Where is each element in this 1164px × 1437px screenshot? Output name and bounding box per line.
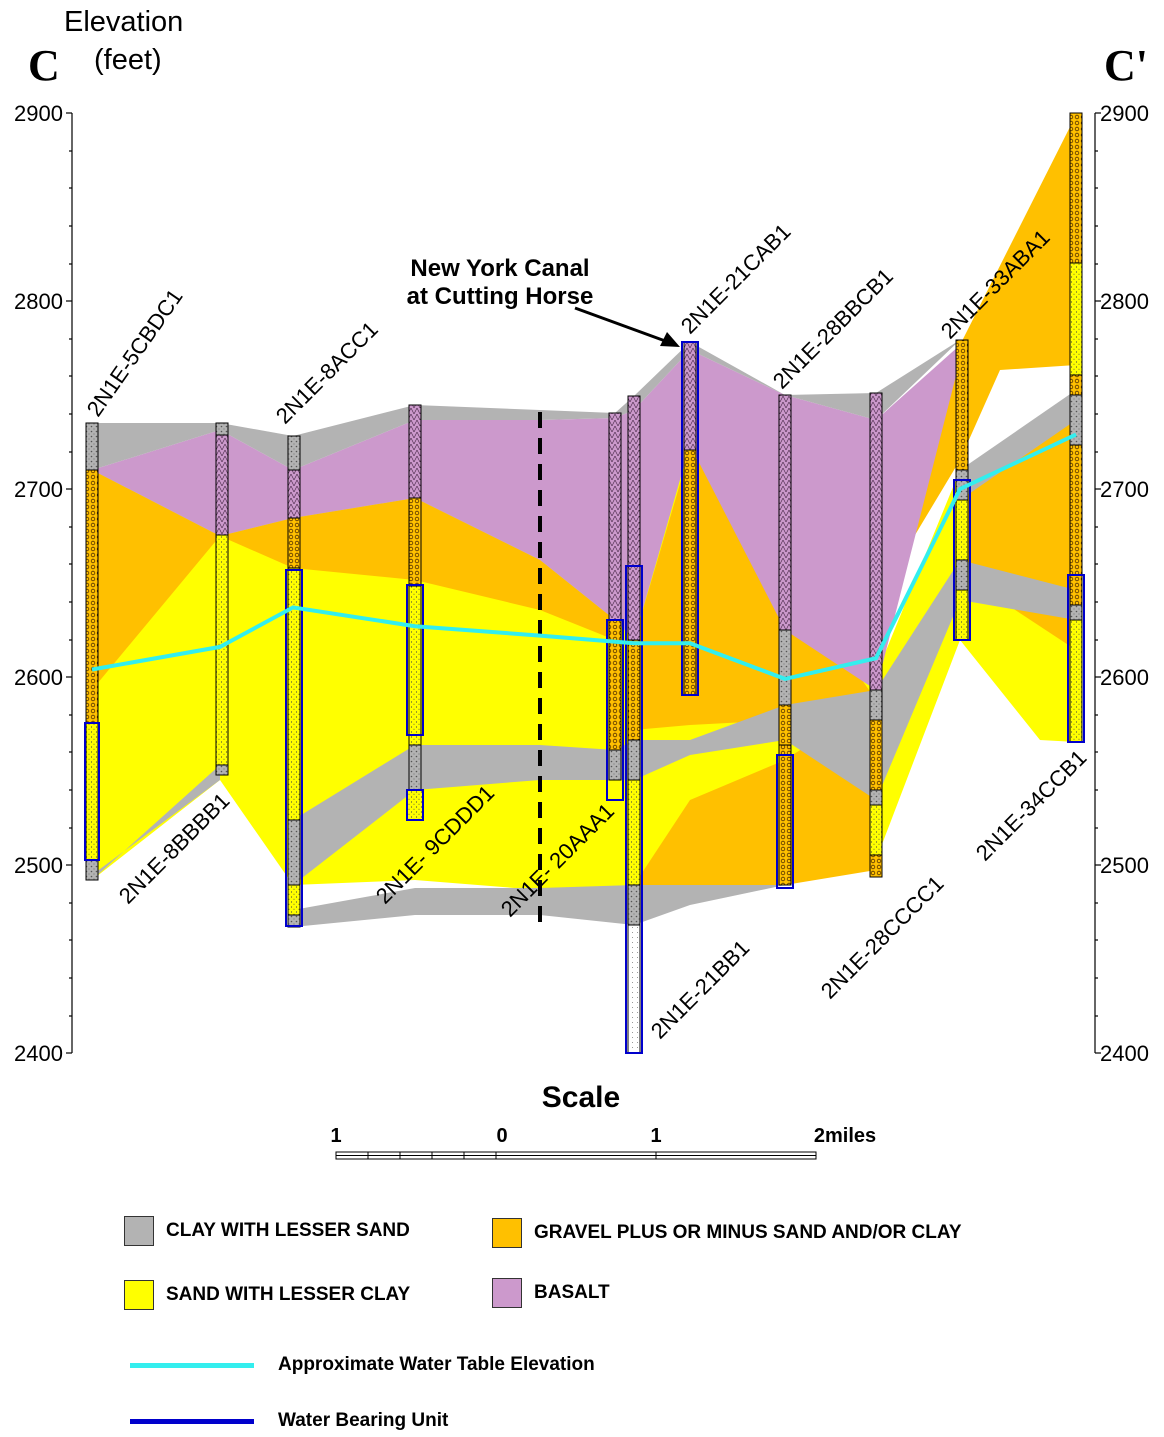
right-tick-label: 2600 [1100, 665, 1149, 690]
right-tick-label: 2800 [1100, 289, 1149, 314]
legend-label: GRAVEL PLUS OR MINUS SAND AND/OR CLAY [534, 1222, 962, 1243]
right-elevation-axis [1094, 112, 1101, 1054]
layer-fills [92, 115, 1076, 927]
well-column-21BB1 [625, 395, 643, 1054]
left-elevation-axis [66, 112, 73, 1054]
sand-swatch [124, 1280, 154, 1310]
left-tick-label: 2500 [14, 853, 63, 878]
well-label: 2N1E-28CCCC1 [816, 871, 949, 1004]
basalt-layer [92, 345, 960, 690]
clay-layer [960, 390, 1076, 500]
well-column-21CAB1 [681, 341, 699, 696]
canal-arrow [574, 306, 680, 347]
well-column-9CDDD1 [406, 404, 424, 821]
clay-layer [92, 340, 960, 470]
well-label: 2N1E-21CAB1 [676, 219, 796, 339]
gravel-swatch [492, 1218, 522, 1248]
clay-layer [92, 765, 220, 880]
legend-item-basalt: BASALT [492, 1278, 610, 1308]
legend-item-water-table: Approximate Water Table Elevation [130, 1354, 595, 1376]
well-label: 2N1E-28BBCB1 [768, 263, 898, 393]
canal-label-line2: at Cutting Horse [407, 283, 594, 310]
scale-label: 1 [650, 1125, 661, 1147]
legend-label: BASALT [534, 1282, 610, 1303]
well-column-8BBBB1 [215, 422, 229, 776]
well-column-5CBDC1 [84, 422, 100, 881]
scale-label: 2miles [814, 1125, 876, 1147]
right-tick-label: 2700 [1100, 477, 1149, 502]
water-table-line [91, 432, 1077, 681]
elevation-axis-units: (feet) [94, 44, 162, 76]
well-label: 2N1E-21BB1 [646, 935, 754, 1043]
water-bearing-swatch [130, 1418, 254, 1424]
well-label: 2N1E-8ACC1 [271, 317, 383, 429]
legend-item-gravel: GRAVEL PLUS OR MINUS SAND AND/OR CLAY [492, 1218, 962, 1248]
well-column-28CCCC1 [869, 392, 883, 878]
gravel-layer [634, 760, 785, 885]
legend-label: CLAY WITH LESSER SAND [166, 1220, 410, 1241]
legend-label: Water Bearing Unit [278, 1410, 449, 1431]
well-column-20AAA1 [606, 412, 624, 801]
legend-label: Approximate Water Table Elevation [278, 1354, 595, 1375]
canal-label-line1: New York Canal [410, 255, 589, 282]
basalt-swatch [492, 1278, 522, 1308]
left-tick-label: 2900 [14, 101, 63, 126]
well-column-8ACC1 [285, 435, 303, 928]
scale-title: Scale [542, 1081, 620, 1114]
well-columns [84, 112, 1085, 1054]
legend-item-sand: SAND WITH LESSER CLAY [124, 1280, 410, 1310]
left-tick-label: 2400 [14, 1041, 63, 1066]
scale-bar [335, 1151, 817, 1160]
left-tick-label: 2700 [14, 477, 63, 502]
legend-label: SAND WITH LESSER CLAY [166, 1284, 411, 1305]
right-tick-label: 2500 [1100, 853, 1149, 878]
legend-item-clay: CLAY WITH LESSER SAND [124, 1216, 410, 1246]
gravel-layer [876, 115, 1076, 680]
clay-layer [293, 560, 1076, 885]
well-label: 2N1E-34CCB1 [971, 745, 1092, 866]
water-table-swatch [130, 1362, 254, 1368]
scale-label: 0 [496, 1125, 507, 1147]
right-tick-label: 2400 [1100, 1041, 1149, 1066]
gravel-layer [92, 470, 615, 690]
elevation-axis-title: Elevation [64, 6, 184, 38]
left-tick-label: 2600 [14, 665, 63, 690]
section-start-label: C [28, 41, 60, 90]
section-end-label: C' [1104, 41, 1148, 90]
clay-swatch [124, 1216, 154, 1246]
legend-item-water-bearing: Water Bearing Unit [130, 1410, 448, 1432]
scale-label: 1 [330, 1125, 341, 1147]
right-tick-label: 2900 [1100, 101, 1149, 126]
well-column-34CCB1 [1067, 112, 1085, 743]
well-column-28BBCB1 [776, 394, 794, 889]
well-label: 2N1E-5CBDC1 [82, 284, 188, 421]
left-tick-label: 2800 [14, 289, 63, 314]
